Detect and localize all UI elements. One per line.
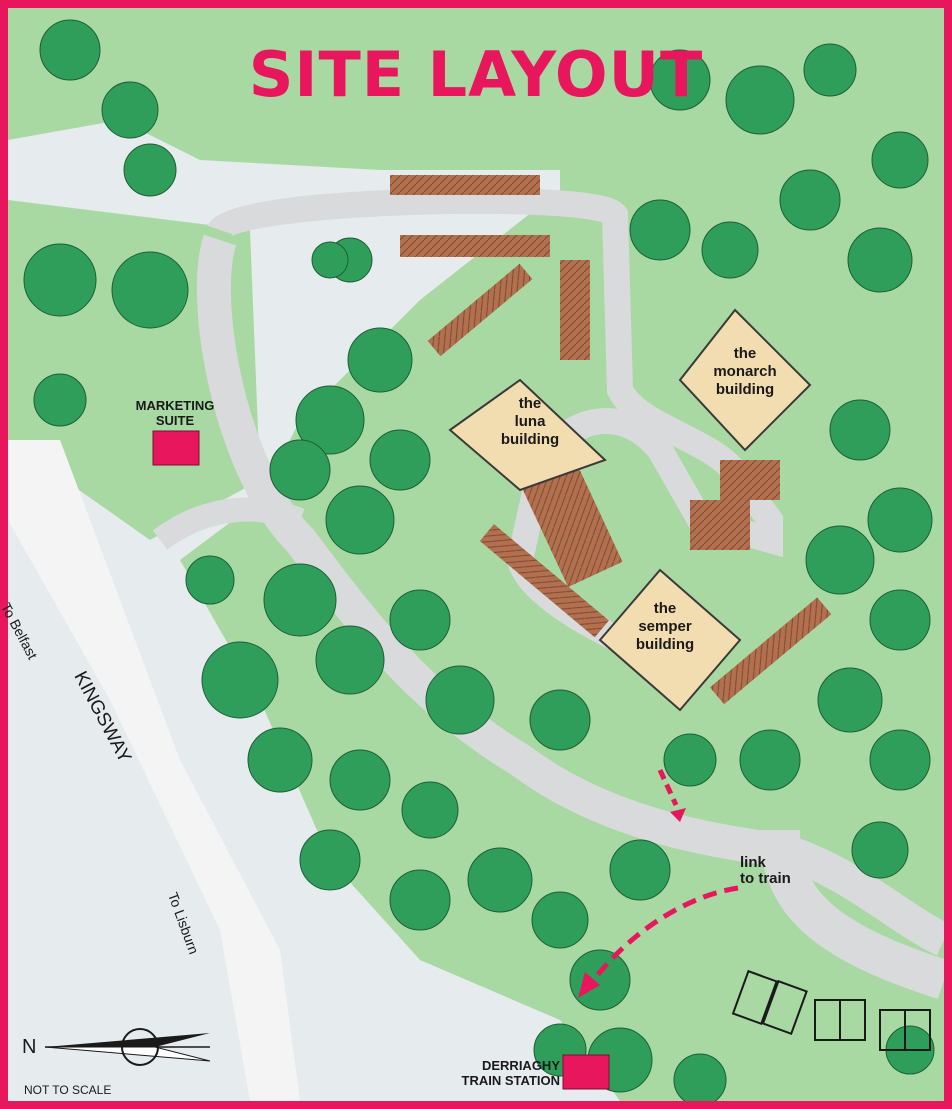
parking-row — [709, 597, 832, 705]
compass-n-label: N — [22, 1036, 37, 1058]
page-title: SITE LAYOUT — [248, 38, 704, 111]
parking-row — [400, 235, 550, 257]
parking-row — [690, 500, 750, 550]
houses — [731, 969, 931, 1051]
station-marker[interactable] — [562, 1054, 610, 1090]
monarch-building-shape — [678, 308, 812, 452]
trees — [23, 19, 935, 1107]
internal-road — [760, 829, 951, 1000]
access-arrowhead — [670, 808, 686, 822]
parking-row — [560, 260, 590, 360]
monarch-building-label: the monarch building — [713, 345, 777, 398]
link-to-train-path — [587, 885, 739, 987]
parking-row — [427, 263, 533, 357]
internal-road — [152, 497, 305, 550]
parking-row — [479, 524, 609, 638]
access-path — [657, 768, 679, 807]
marketing-suite-marker[interactable] — [152, 430, 200, 466]
link-to-train-arrowhead — [578, 972, 600, 998]
luna-building-label: the luna building — [500, 395, 560, 448]
semper-building-shape — [598, 568, 742, 712]
station-label: DERRIAGHY TRAIN STATION — [461, 1058, 560, 1088]
kingsway-road — [8, 440, 300, 1101]
internal-road — [196, 234, 952, 956]
scale-note: NOT TO SCALE — [24, 1083, 112, 1097]
parking-row — [517, 452, 623, 588]
compass — [44, 1028, 211, 1066]
link-to-train-label: link to train — [740, 854, 791, 887]
parking-row — [720, 460, 780, 500]
semper-building-label: the semper building — [635, 600, 695, 653]
marketing-suite-label: MARKETING SUITE — [135, 398, 215, 428]
luna-building-shape — [448, 378, 607, 492]
parking-row — [390, 175, 540, 195]
